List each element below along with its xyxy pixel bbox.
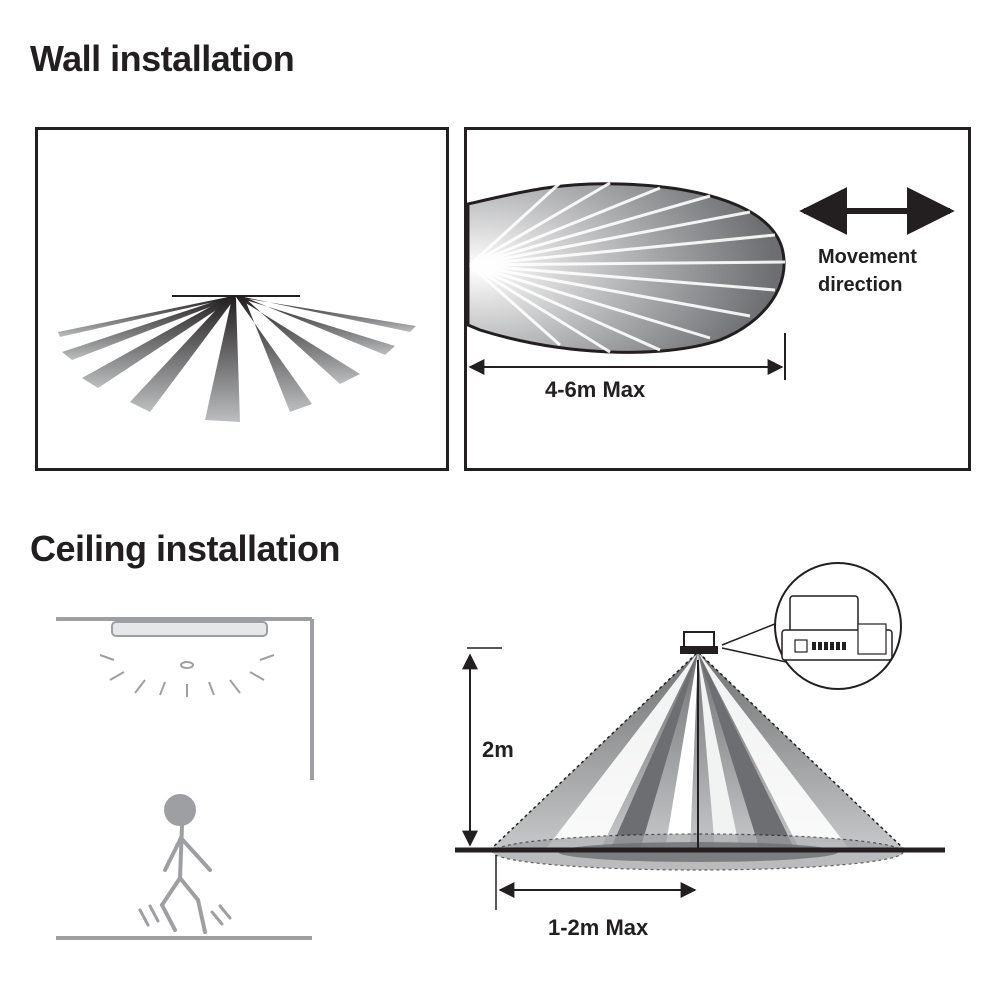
ceiling-height-label: 2m xyxy=(482,737,514,762)
wall-distance-label: 4-6m Max xyxy=(545,377,646,402)
ray xyxy=(236,297,312,412)
lamp-rays xyxy=(99,654,275,697)
movement-direction-label: Movement direction xyxy=(818,243,917,299)
movement-label-line-2: direction xyxy=(818,274,903,296)
ceiling-room-illustration xyxy=(56,617,314,940)
wall-installation-title: Wall installation xyxy=(30,38,295,79)
wall-side-rays xyxy=(58,295,416,422)
device-detail-inset xyxy=(721,562,902,690)
ray xyxy=(236,297,395,355)
ray xyxy=(236,297,416,332)
ray xyxy=(62,297,236,360)
ceiling-distance-label: 1-2m Max xyxy=(548,915,649,940)
ceiling-installation-title: Ceiling installation xyxy=(30,528,341,569)
ray xyxy=(58,297,236,337)
ceiling-lamp xyxy=(111,621,268,637)
ray xyxy=(205,298,240,422)
wall-top-detection-fan xyxy=(466,181,955,380)
movement-label-line-1: Movement xyxy=(818,246,917,268)
ceiling-detection-cone xyxy=(455,631,945,910)
sensor-dot xyxy=(180,661,194,669)
walking-person xyxy=(138,794,232,934)
ray xyxy=(236,297,360,384)
ray xyxy=(82,297,236,388)
wall-side-view-panel xyxy=(35,127,449,471)
ray xyxy=(130,297,236,412)
